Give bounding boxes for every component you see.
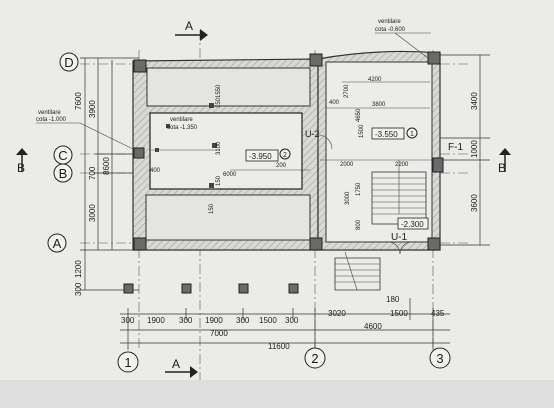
vent-right-cota: cota -0.600 (375, 27, 406, 33)
level-right: -3.550 (375, 130, 398, 139)
level-tags: -3.950 2 -3.550 1 -2.300 (245, 127, 429, 230)
inner-dims: 4200 3800 2700 400 4650 1550 3100 150 15… (150, 77, 409, 304)
axis-2-circle (304, 347, 326, 369)
section-marks: A A B B (16, 19, 511, 378)
doors (317, 134, 413, 255)
dim-row1-4: 300 (236, 316, 250, 325)
axis-d-circle (59, 52, 79, 72)
dim-3600: 3600 (470, 194, 479, 212)
right-dimension-lines (440, 54, 490, 246)
dim-6000: 6000 (223, 172, 237, 178)
dim-2000: 2000 (340, 162, 354, 168)
vent-left-cota: cota -1.000 (36, 117, 67, 123)
dim-400-top: 400 (329, 100, 340, 106)
dim-row1-2: 300 (179, 316, 193, 325)
columns (123, 51, 444, 294)
dim-8600: 8600 (102, 157, 111, 175)
dim-3000: 3000 (88, 204, 97, 222)
vent-inner-label: ventilare (170, 117, 193, 123)
vent-left-label: ventilare (38, 110, 61, 116)
dim-row1-1: 1900 (147, 316, 165, 325)
dim-4200: 4200 (368, 77, 382, 83)
door-u1: U-1 (391, 232, 408, 243)
right-dims: 3400 1000 3600 (470, 92, 479, 212)
section-b-right: B (498, 161, 506, 175)
axis-a-circle (47, 233, 67, 253)
dim-row1-7: 3020 (328, 309, 346, 318)
axis-b-label: B (59, 166, 68, 181)
vent-inner-cota: cota -1.350 (167, 125, 198, 131)
bottom-dimension-lines (120, 298, 450, 350)
dim-7000: 7000 (210, 329, 228, 338)
dim-1750: 1750 (356, 182, 362, 196)
dim-row1-9: 435 (431, 309, 445, 318)
section-a-top: A (185, 19, 193, 33)
dim-700: 700 (88, 166, 97, 180)
dim-2700: 2700 (344, 84, 350, 98)
dim-7600: 7600 (74, 92, 83, 110)
dim-150-a: 150 (216, 97, 222, 108)
axis-3-circle (429, 347, 451, 369)
axis-b-circle (53, 163, 73, 183)
dim-2200: 2200 (395, 162, 409, 168)
section-a-bottom: A (172, 357, 180, 371)
dim-row1-6: 300 (285, 316, 299, 325)
bottom-dims: 300 1900 300 1900 300 1500 300 3020 1500… (121, 309, 445, 351)
axis-2-label: 2 (311, 351, 318, 366)
inner-details (150, 81, 433, 188)
dim-1500-vert: 1500 (359, 124, 365, 138)
dim-150-c: 150 (209, 203, 215, 214)
axis-1-label: 1 (124, 355, 131, 370)
level-center: -3.950 (249, 152, 272, 161)
dim-3100: 3100 (216, 141, 222, 155)
dim-4650: 4650 (356, 108, 362, 122)
axis-labels: D C B A 1 2 3 (47, 52, 451, 373)
axis-a-label: A (53, 236, 62, 251)
dim-row1-0: 300 (121, 316, 135, 325)
window-f1: F-1 (448, 142, 463, 153)
dim-row1-8: 1500 (390, 309, 408, 318)
door-labels: U-2 U-1 F-1 (305, 129, 463, 243)
dim-300-left: 300 (74, 282, 83, 296)
door-u2: U-2 (305, 129, 320, 139)
level-stair: -2.300 (401, 220, 424, 229)
axis-c-label: C (58, 148, 67, 163)
section-b-left: B (17, 161, 25, 175)
stair[interactable] (334, 160, 427, 291)
dim-200: 200 (276, 163, 287, 169)
dim-3800: 3800 (372, 102, 386, 108)
dim-400-left: 400 (150, 168, 161, 174)
dim-3000-inner: 3000 (345, 191, 351, 205)
dim-1550: 1550 (216, 84, 222, 98)
axis-3-label: 3 (436, 351, 443, 366)
level-right-num: 1 (410, 131, 414, 138)
axis-d-label: D (64, 55, 73, 70)
dim-4600: 4600 (364, 322, 382, 331)
dim-180: 180 (386, 295, 400, 304)
dim-11600: 11600 (268, 342, 290, 351)
vent-right-label: ventilare (378, 19, 401, 25)
level-center-num: 2 (283, 152, 287, 159)
dim-1200: 1200 (74, 260, 83, 278)
left-block-walls (132, 58, 319, 251)
dim-3400: 3400 (470, 92, 479, 110)
dim-3900: 3900 (88, 100, 97, 118)
dim-800: 800 (356, 219, 362, 230)
dim-150-b: 150 (216, 175, 222, 186)
dim-1000: 1000 (470, 140, 479, 158)
left-dims: 7600 3900 8600 700 3000 1200 300 (74, 92, 111, 296)
dim-row1-5: 1500 (259, 316, 277, 325)
dim-row1-3: 1900 (205, 316, 223, 325)
vent-labels: ventilare cota -0.600 ventilare cota -1.… (36, 19, 431, 151)
axis-1-circle (117, 351, 139, 373)
